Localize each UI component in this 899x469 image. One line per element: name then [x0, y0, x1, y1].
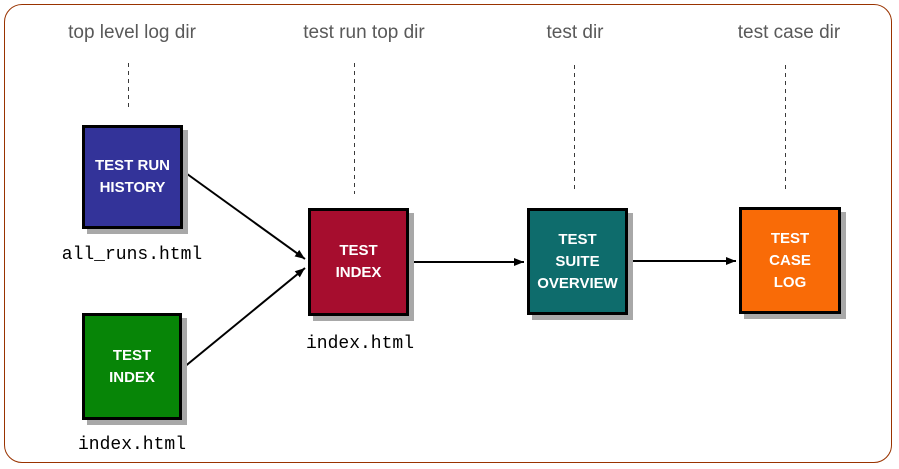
- node-label-line: SUITE: [555, 252, 600, 270]
- column-header-test-case-dir: test case dir: [737, 22, 841, 43]
- diagram-frame: [4, 4, 892, 463]
- node-label-line: TEST: [112, 346, 152, 364]
- node-label-line: CASE: [769, 251, 811, 269]
- node-label-line: OVERVIEW: [537, 274, 618, 292]
- node-label-line: INDEX: [335, 264, 382, 281]
- node-test-index-run: TEST INDEX: [308, 208, 409, 316]
- column-header-top-level-log-dir: top level log dir: [68, 22, 196, 43]
- file-label-run-index-html: index.html: [305, 334, 415, 354]
- node-label-line: LOG: [773, 273, 807, 291]
- node-label-line: TEST: [558, 230, 597, 248]
- node-label-line: INDEX: [109, 368, 155, 386]
- node-label-line: TEST: [339, 242, 378, 259]
- node-label-line: TEST: [770, 229, 810, 247]
- column-header-test-dir: test dir: [546, 22, 604, 43]
- column-header-test-run-top-dir: test run top dir: [303, 22, 425, 43]
- file-label-top-index-html: index.html: [77, 435, 187, 455]
- node-test-case-log: TEST CASE LOG: [739, 207, 841, 314]
- node-label-line: TEST RUN: [95, 157, 170, 174]
- file-label-all-runs-html: all_runs.html: [61, 245, 203, 265]
- node-label-line: HISTORY: [99, 179, 166, 196]
- dashed-line-test-dir: [574, 65, 575, 191]
- node-test-run-history: TEST RUN HISTORY: [82, 125, 183, 229]
- dashed-line-test-case-dir: [785, 65, 786, 192]
- node-test-index-top-level: TEST INDEX: [82, 313, 182, 420]
- dashed-line-test-run-top-dir: [354, 63, 355, 194]
- node-test-suite-overview: TEST SUITE OVERVIEW: [527, 208, 628, 315]
- dashed-line-top-level-log-dir: [128, 63, 129, 107]
